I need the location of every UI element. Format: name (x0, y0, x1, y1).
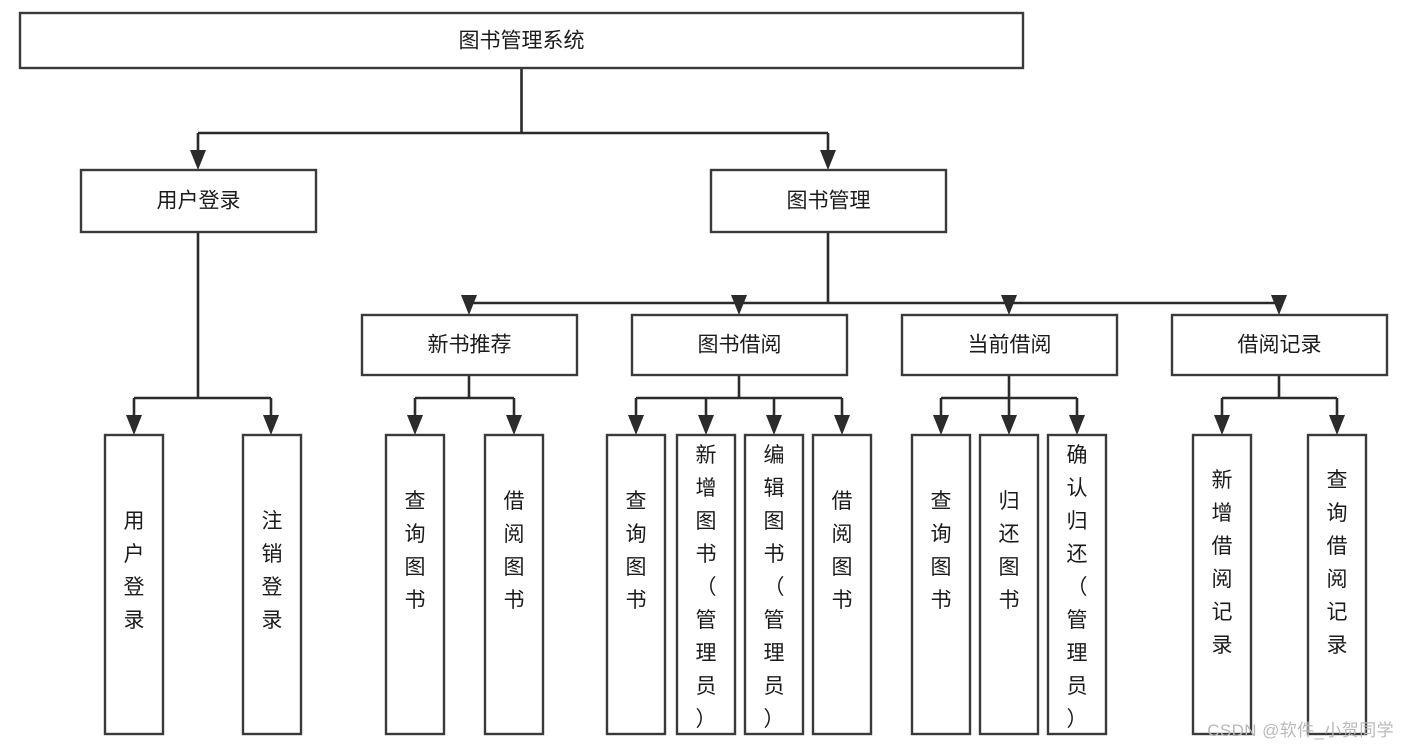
leaf-bb-query-book-box (605, 433, 667, 736)
node-root-label: 图书管理系统 (459, 30, 585, 53)
leaf-user-login-login-box (103, 433, 165, 736)
leaf-cb-confirm-return-admin[interactable]: 确认归还（管理员） (1046, 433, 1108, 736)
arrowhead-ul-leaf1 (126, 415, 142, 435)
leaf-bb-edit-book-admin-box (743, 433, 805, 736)
node-current-borrow-box (900, 313, 1119, 377)
node-root-book-management-system[interactable]: 图书管理系统 (18, 11, 1025, 70)
node-current-borrow-label: 当前借阅 (968, 334, 1052, 357)
csdn-watermark: CSDN @软件_小贺同学 (1207, 721, 1394, 740)
arrowhead-cb-leaf3 (1069, 415, 1085, 435)
leaf-user-login-logout[interactable]: 注销登录 (241, 433, 303, 736)
leaf-bb-add-book-admin-label: 新增图书（管理员） (696, 444, 717, 731)
node-new-book-recommend-label: 新书推荐 (428, 334, 512, 357)
leaf-cb-return-book-box (978, 433, 1040, 736)
leaf-cb-return-book-label: 归还图书 (999, 490, 1020, 612)
node-user-login[interactable]: 用户登录 (79, 168, 318, 234)
arrowhead-nbr-leaf1 (407, 415, 423, 435)
leaf-bb-edit-book-admin-label: 编辑图书（管理员） (764, 444, 785, 731)
leaf-nbr-borrow-book[interactable]: 借阅图书 (483, 433, 545, 736)
leaf-bb-borrow-book[interactable]: 借阅图书 (811, 433, 873, 736)
leaf-nbr-query-book[interactable]: 查询图书 (384, 433, 446, 736)
leaf-cb-query-book-label: 查询图书 (931, 490, 952, 612)
node-book-management-box (709, 168, 948, 234)
leaf-user-login-logout-box (241, 433, 303, 736)
leaf-br-add-record[interactable]: 新增借阅记录 (1191, 433, 1253, 736)
connector-layer (126, 68, 1345, 435)
arrowhead-new-book (461, 295, 477, 315)
leaf-br-query-record-label: 查询借阅记录 (1327, 469, 1348, 657)
node-book-management[interactable]: 图书管理 (709, 168, 948, 234)
leaf-bb-query-book-label: 查询图书 (626, 490, 647, 612)
node-book-borrow-label: 图书借阅 (698, 334, 782, 357)
leaf-bb-edit-book-admin[interactable]: 编辑图书（管理员） (743, 433, 805, 736)
arrowhead-nbr-leaf2 (506, 415, 522, 435)
arrowhead-current-borrow (1001, 295, 1017, 315)
node-current-borrow[interactable]: 当前借阅 (900, 313, 1119, 377)
leaf-cb-confirm-return-admin-label: 确认归还（管理员） (1067, 444, 1088, 731)
leaf-cb-confirm-return-admin-box (1046, 433, 1108, 736)
leaf-cb-query-book[interactable]: 查询图书 (910, 433, 972, 736)
arrowhead-bb-leaf4 (834, 415, 850, 435)
leaf-br-query-record[interactable]: 查询借阅记录 (1306, 433, 1368, 736)
arrowhead-book-borrow (731, 295, 747, 315)
leaf-br-add-record-label: 新增借阅记录 (1212, 469, 1233, 657)
node-borrow-record-box (1170, 313, 1389, 377)
arrowhead-bb-leaf2 (698, 415, 714, 435)
node-user-login-label: 用户登录 (157, 190, 241, 213)
leaf-nbr-borrow-book-label: 借阅图书 (504, 490, 525, 612)
node-new-book-recommend[interactable]: 新书推荐 (360, 313, 579, 377)
leaf-br-query-record-box (1306, 433, 1368, 736)
arrowhead-book-mgmt (820, 150, 836, 170)
leaf-bb-borrow-book-box (811, 433, 873, 736)
leaf-nbr-query-book-label: 查询图书 (405, 490, 426, 612)
node-book-management-label: 图书管理 (787, 190, 871, 213)
leaf-bb-add-book-admin[interactable]: 新增图书（管理员） (675, 433, 737, 736)
leaf-user-login-logout-label: 注销登录 (262, 510, 283, 632)
leaf-user-login-login-label: 用户登录 (124, 510, 145, 632)
node-borrow-record[interactable]: 借阅记录 (1170, 313, 1389, 377)
arrowhead-cb-leaf1 (933, 415, 949, 435)
node-root-box (18, 11, 1025, 70)
leaf-bb-add-book-admin-box (675, 433, 737, 736)
leaf-bb-borrow-book-label: 借阅图书 (832, 490, 853, 612)
arrowhead-borrow-record (1271, 295, 1287, 315)
arrowhead-br-leaf1 (1214, 415, 1230, 435)
arrowhead-ul-leaf2 (263, 415, 279, 435)
arrowhead-br-leaf2 (1329, 415, 1345, 435)
arrowhead-bb-leaf3 (766, 415, 782, 435)
arrowhead-cb-leaf2 (1001, 415, 1017, 435)
node-user-login-box (79, 168, 318, 234)
leaf-nbr-query-book-box (384, 433, 446, 736)
leaf-user-login-login[interactable]: 用户登录 (103, 433, 165, 736)
node-book-borrow[interactable]: 图书借阅 (630, 313, 849, 377)
leaf-br-add-record-box (1191, 433, 1253, 736)
node-borrow-record-label: 借阅记录 (1238, 334, 1322, 357)
leaf-nbr-borrow-book-box (483, 433, 545, 736)
leaf-cb-query-book-box (910, 433, 972, 736)
leaf-cb-return-book[interactable]: 归还图书 (978, 433, 1040, 736)
arrowhead-bb-leaf1 (628, 415, 644, 435)
node-book-borrow-box (630, 313, 849, 377)
arrowhead-user-login (190, 150, 206, 170)
leaf-bb-query-book[interactable]: 查询图书 (605, 433, 667, 736)
node-new-book-recommend-box (360, 313, 579, 377)
